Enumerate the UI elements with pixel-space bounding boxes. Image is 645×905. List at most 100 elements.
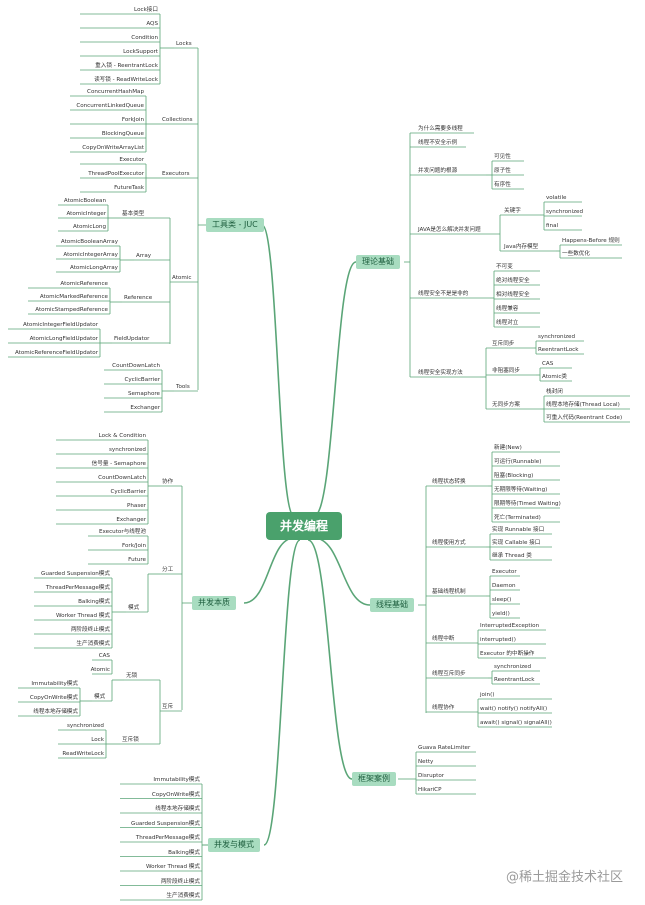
node-hikaricp[interactable]: HikariCP — [418, 787, 442, 793]
node-线程对立[interactable]: 线程对立 — [496, 320, 519, 326]
node-fork-join[interactable]: Fork/Join — [121, 543, 146, 549]
node-threadpoolexecutor[interactable]: ThreadPoolExecutor — [88, 171, 144, 177]
node-互斥锁[interactable]: 互斥锁 — [122, 737, 139, 743]
node-非阻塞同步[interactable]: 非阻塞同步 — [492, 368, 520, 374]
node-实现-runnable-接口[interactable]: 实现 Runnable 接口 — [492, 527, 545, 533]
node-futuretask[interactable]: FutureTask — [114, 185, 144, 191]
node-可见性[interactable]: 可见性 — [494, 154, 511, 160]
node-interruptedexception[interactable]: InterruptedException — [480, 623, 540, 629]
node-阻塞-blocking[interactable]: 阻塞(Blocking) — [494, 473, 534, 479]
node-synchronized[interactable]: synchronized — [108, 447, 146, 453]
node-协作[interactable]: 协作 — [162, 479, 174, 485]
node-sleep[interactable]: sleep() — [492, 597, 512, 603]
branch-patterns[interactable]: 并发与模式 — [208, 838, 260, 852]
node-线程本地存储模式[interactable]: 线程本地存储模式 — [33, 709, 78, 715]
node-两阶段终止模式[interactable]: 两阶段终止模式 — [160, 878, 200, 885]
node-future[interactable]: Future — [128, 557, 146, 563]
node-atomicreference[interactable]: AtomicReference — [60, 281, 108, 287]
node-java是怎么解决并发问题[interactable]: JAVA是怎么解决并发问题 — [418, 227, 481, 233]
node-synchronized[interactable]: synchronized — [538, 334, 576, 340]
node-condition[interactable]: Condition — [131, 35, 158, 41]
node-executors[interactable]: Executors — [162, 171, 190, 177]
node-生产消费模式[interactable]: 生产消费模式 — [166, 893, 200, 899]
branch-theory[interactable]: 理论基础 — [356, 255, 400, 269]
node-线程不安全示例[interactable]: 线程不安全示例 — [418, 140, 458, 146]
node-不可变[interactable]: 不可变 — [496, 264, 513, 270]
node-executor[interactable]: Executor — [119, 157, 144, 163]
node-guava-ratelimiter[interactable]: Guava RateLimiter — [418, 745, 471, 751]
node-两阶段终止模式[interactable]: 两阶段终止模式 — [70, 627, 110, 633]
node-reference[interactable]: Reference — [124, 295, 153, 301]
node-yield[interactable]: yield() — [492, 611, 510, 617]
node-一些数优化[interactable]: 一些数优化 — [562, 251, 590, 257]
node-immutability模式[interactable]: Immutability模式 — [153, 777, 200, 783]
node-线程安全实现方法[interactable]: 线程安全实现方法 — [418, 370, 463, 376]
node-balking模式[interactable]: Balking模式 — [168, 849, 200, 856]
node-线程安全不是是非的[interactable]: 线程安全不是是非的 — [418, 291, 469, 297]
node-线程状态转换[interactable]: 线程状态转换 — [432, 479, 466, 485]
node-atomicboolean[interactable]: AtomicBoolean — [63, 198, 106, 204]
node-locks[interactable]: Locks — [176, 41, 192, 47]
node-wait-notify-notifyall[interactable]: wait() notify() notifyAll() — [480, 706, 548, 712]
branch-essence[interactable]: 并发本质 — [192, 596, 236, 610]
node-栈封闭[interactable]: 栈封闭 — [546, 389, 563, 395]
node-cyclicbarrier[interactable]: CyclicBarrier — [110, 489, 146, 495]
node-无锁[interactable]: 无锁 — [126, 673, 138, 679]
node-worker-thread-模式[interactable]: Worker Thread 模式 — [55, 613, 110, 619]
node-读写锁-readwritelock[interactable]: 读写锁 - ReadWriteLock — [94, 77, 158, 83]
node-原子性[interactable]: 原子性 — [494, 168, 511, 174]
node-copyonwrite模式[interactable]: CopyOnWrite模式 — [151, 791, 200, 798]
branch-thread[interactable]: 线程基础 — [370, 598, 414, 612]
node-concurrentlinkedqueue[interactable]: ConcurrentLinkedQueue — [76, 103, 144, 109]
node-concurrenthashmap[interactable]: ConcurrentHashMap — [87, 89, 144, 95]
node-synchronized[interactable]: synchronized — [494, 664, 532, 670]
node-lock[interactable]: Lock — [91, 737, 104, 743]
node-无同步方案[interactable]: 无同步方案 — [492, 402, 520, 408]
node-cas[interactable]: CAS — [98, 653, 110, 659]
node-可运行-runnable[interactable]: 可运行(Runnable) — [494, 459, 542, 465]
node-disruptor[interactable]: Disruptor — [418, 773, 445, 779]
node-atomicreferencefieldupdator[interactable]: AtomicReferenceFieldUpdator — [14, 350, 98, 356]
branch-juc[interactable]: 工具类 - JUC — [206, 218, 264, 232]
node-copyonwritearraylist[interactable]: CopyOnWriteArrayList — [82, 145, 144, 151]
node-exchanger[interactable]: Exchanger — [116, 517, 146, 523]
node-分工[interactable]: 分工 — [162, 567, 174, 573]
node-java内存模型[interactable]: Java内存模型 — [504, 244, 539, 250]
node-exchanger[interactable]: Exchanger — [130, 405, 160, 411]
node-atomic[interactable]: Atomic — [90, 667, 110, 673]
node-atomicinteger[interactable]: AtomicInteger — [66, 211, 106, 217]
node-模式[interactable]: 模式 — [94, 694, 106, 700]
node-atomicstampedreference[interactable]: AtomicStampedReference — [35, 307, 108, 313]
node-executor-的中断操作[interactable]: Executor 的中断操作 — [480, 651, 535, 657]
node-locksupport[interactable]: LockSupport — [123, 49, 158, 55]
node-atomicintegerfieldupdator[interactable]: AtomicIntegerFieldUpdator — [23, 322, 98, 328]
node-guarded-suspension模式[interactable]: Guarded Suspension模式 — [40, 571, 110, 577]
node-生产消费模式[interactable]: 生产消费模式 — [76, 641, 110, 647]
node-atomiclong[interactable]: AtomicLong — [73, 224, 106, 230]
node-blockingqueue[interactable]: BlockingQueue — [101, 131, 144, 137]
node-aqs[interactable]: AQS — [146, 21, 158, 27]
node-reentrantlock[interactable]: ReentrantLock — [538, 347, 579, 353]
node-semaphore[interactable]: Semaphore — [127, 391, 160, 397]
node-atomic[interactable]: Atomic — [172, 275, 192, 281]
node-phaser[interactable]: Phaser — [126, 503, 146, 509]
node-cas[interactable]: CAS — [542, 361, 554, 367]
node-interrupted[interactable]: interrupted() — [480, 637, 516, 643]
node-lock-condition[interactable]: Lock & Condition — [98, 433, 146, 439]
node-线程本地存储模式[interactable]: 线程本地存储模式 — [155, 806, 200, 812]
node-互斥[interactable]: 互斥 — [162, 704, 174, 710]
node-线程兼容[interactable]: 线程兼容 — [496, 306, 519, 312]
node-executor与线程池[interactable]: Executor与线程池 — [98, 529, 146, 535]
node-atomicintegerarray[interactable]: AtomicIntegerArray — [63, 252, 118, 258]
node-新建-new[interactable]: 新建(New) — [494, 445, 522, 451]
node-countdownlatch[interactable]: CountDownLatch — [98, 475, 146, 481]
node-有序性[interactable]: 有序性 — [494, 182, 511, 188]
node-threadpermessage模式[interactable]: ThreadPerMessage模式 — [45, 585, 110, 591]
node-await-signal-signalall[interactable]: await() signal() signalAll() — [480, 720, 552, 726]
node-copyonwrite模式[interactable]: CopyOnWrite模式 — [29, 695, 78, 701]
node-netty[interactable]: Netty — [418, 759, 434, 765]
node-synchronized[interactable]: synchronized — [66, 723, 104, 729]
node-reentrantlock[interactable]: ReentrantLock — [494, 677, 535, 683]
node-线程本地存储-thread-local[interactable]: 线程本地存储(Thread Local) — [546, 402, 620, 408]
node-daemon[interactable]: Daemon — [492, 583, 516, 589]
